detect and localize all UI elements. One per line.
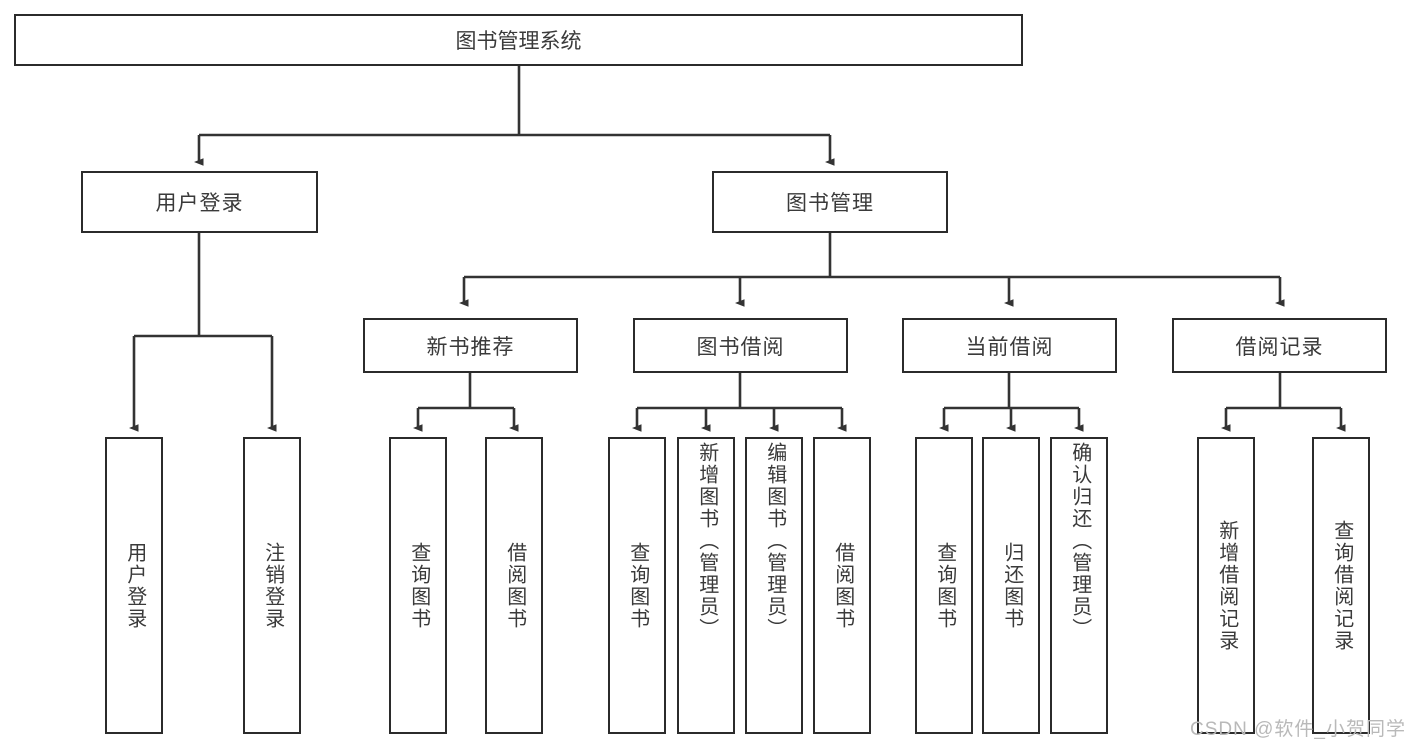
leaf-text-wrap: 查询图书	[917, 439, 971, 732]
leaf-text-wrap: 归还图书	[984, 439, 1038, 732]
node-label: 新增图书（管理员）	[695, 442, 718, 640]
node-label: 查询图书	[626, 541, 649, 630]
node-label: 图书管理	[786, 192, 874, 215]
node-leaf-borrow-book-2[interactable]: 借阅图书	[813, 437, 871, 734]
node-leaf-user-login[interactable]: 用户登录	[105, 437, 163, 734]
node-label: 归还图书	[1000, 541, 1023, 630]
leaf-text-wrap: 查询图书	[391, 439, 445, 732]
node-book-borrow[interactable]: 图书借阅	[633, 318, 848, 373]
node-current-borrow[interactable]: 当前借阅	[902, 318, 1117, 373]
node-root-system[interactable]: 图书管理系统	[14, 14, 1023, 66]
node-label: 新增借阅记录	[1215, 519, 1238, 652]
node-leaf-query-book-3[interactable]: 查询图书	[915, 437, 973, 734]
leaf-text-wrap: 新增借阅记录	[1199, 439, 1253, 732]
node-leaf-return-book[interactable]: 归还图书	[982, 437, 1040, 734]
leaf-text-wrap: 注销登录	[245, 439, 299, 732]
leaf-text-wrap: 查询借阅记录	[1314, 439, 1368, 732]
node-label: 借阅图书	[831, 541, 854, 630]
node-user-login[interactable]: 用户登录	[81, 171, 318, 233]
leaf-text-wrap: 确认归还（管理员）	[1052, 436, 1106, 735]
node-label: 当前借阅	[965, 335, 1054, 359]
leaf-text-wrap: 借阅图书	[815, 439, 869, 732]
node-leaf-confirm-return[interactable]: 确认归还（管理员）	[1050, 437, 1108, 734]
leaf-text-wrap: 用户登录	[107, 439, 161, 732]
leaf-text-wrap: 借阅图书	[487, 439, 541, 732]
node-label: 借阅图书	[503, 541, 526, 630]
leaf-text-wrap: 编辑图书（管理员）	[747, 436, 801, 735]
node-label: 确认归还（管理员）	[1068, 442, 1091, 640]
node-label: 图书管理系统	[455, 30, 582, 53]
node-label: 用户登录	[155, 192, 244, 215]
node-label: 用户登录	[123, 541, 146, 630]
node-leaf-query-record[interactable]: 查询借阅记录	[1312, 437, 1370, 734]
csdn-watermark: CSDN @软件_小贺同学	[1190, 719, 1405, 740]
node-borrow-record[interactable]: 借阅记录	[1172, 318, 1387, 373]
node-label: 编辑图书（管理员）	[763, 442, 786, 640]
node-leaf-borrow-book-1[interactable]: 借阅图书	[485, 437, 543, 734]
node-label: 注销登录	[261, 541, 284, 630]
node-label: 查询图书	[933, 541, 956, 630]
node-label: 查询图书	[407, 541, 430, 630]
node-label: 查询借阅记录	[1330, 519, 1353, 652]
node-label: 图书借阅	[696, 335, 785, 359]
node-book-manage[interactable]: 图书管理	[712, 171, 948, 233]
node-label: 新书推荐	[426, 335, 515, 359]
node-new-book-recommend[interactable]: 新书推荐	[363, 318, 578, 373]
leaf-text-wrap: 查询图书	[610, 439, 664, 732]
node-leaf-query-book-2[interactable]: 查询图书	[608, 437, 666, 734]
leaf-text-wrap: 新增图书（管理员）	[679, 436, 733, 735]
node-leaf-user-logout[interactable]: 注销登录	[243, 437, 301, 734]
node-leaf-query-book-1[interactable]: 查询图书	[389, 437, 447, 734]
node-leaf-edit-book[interactable]: 编辑图书（管理员）	[745, 437, 803, 734]
node-leaf-add-record[interactable]: 新增借阅记录	[1197, 437, 1255, 734]
node-label: 借阅记录	[1235, 335, 1324, 359]
node-leaf-add-book[interactable]: 新增图书（管理员）	[677, 437, 735, 734]
